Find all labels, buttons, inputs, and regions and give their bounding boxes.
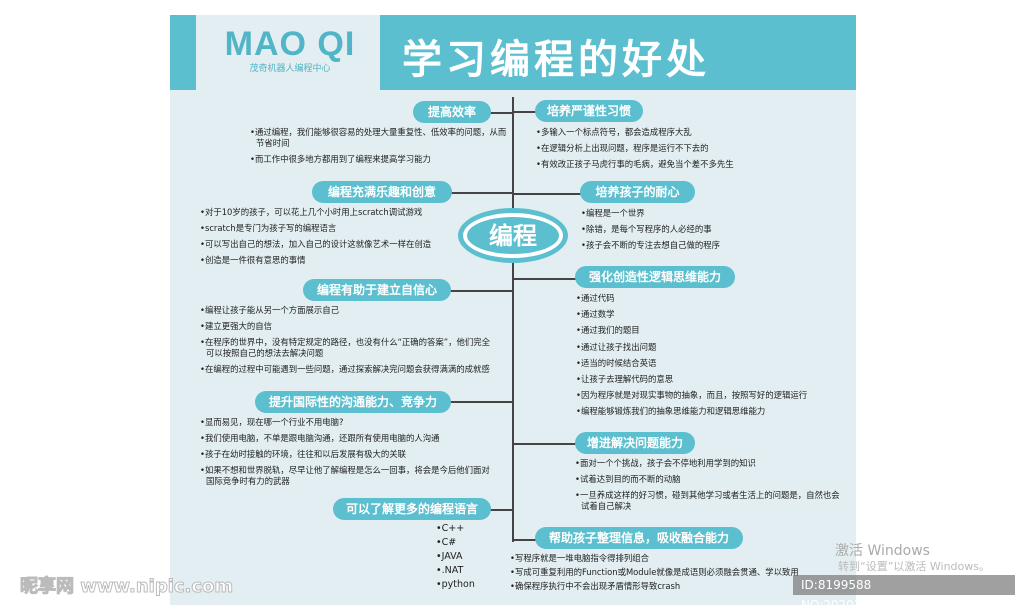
topic-fun-creativity: 编程充满乐趣和创意 [312, 181, 452, 203]
list-item: 写程序就是一堆电脑指令得排列组合 [510, 553, 850, 564]
topic-international: 提升国际性的沟通能力、竞争力 [255, 391, 451, 413]
list-item: .NAT [436, 565, 506, 576]
topic-information-list: 写程序就是一堆电脑指令得排列组合 写成可重复利用的Function或Module… [510, 553, 850, 595]
list-item: 在程序的世界中，没有特定规定的路径，也没有什么“正确的答案”，他们完全可以按照自… [200, 337, 490, 359]
topic-logic-list: 通过代码 通过数学 通过我们的题目 通过让孩子找出问题 适当的时候结合英语 让孩… [576, 293, 846, 423]
list-item: 编程是一个世界 [581, 208, 841, 219]
list-item: 建立更强大的自信 [200, 321, 490, 332]
list-item: 通过我们的题目 [576, 325, 846, 336]
topic-confidence-list: 编程让孩子能从另一个方面展示自己 建立更强大的自信 在程序的世界中，没有特定规定… [200, 305, 490, 380]
list-item: 对于10岁的孩子，可以花上几个小时用上scratch调试游戏 [200, 207, 470, 218]
list-item: 多输入一个标点符号，都会造成程序大乱 [536, 127, 836, 138]
list-item: 可以写出自己的想法，加入自己的设计这就像艺术一样在创造 [200, 239, 470, 250]
list-item: 如果不想和世界脱轨，尽早让他了解编程是怎么一回事，将会是今后他们面对国际竞争时有… [200, 465, 490, 487]
list-item: 编程让孩子能从另一个方面展示自己 [200, 305, 490, 316]
list-item: C++ [436, 523, 506, 534]
topic-international-list: 显而易见，现在哪一个行业不用电脑? 我们使用电脑，不单是跟电脑沟通，还跟所有使用… [200, 417, 490, 492]
list-item: 我们使用电脑，不单是跟电脑沟通，还跟所有使用电脑的人沟通 [200, 433, 490, 444]
list-item: C# [436, 537, 506, 548]
connector [512, 443, 576, 445]
list-item: 确保程序执行中不会出现矛盾情形导致crash [510, 581, 850, 592]
list-item: 面对一个个挑战，孩子会不停地利用学到的知识 [575, 458, 845, 469]
list-item: 而工作中很多地方都用到了编程来提高学习能力 [250, 154, 510, 165]
connector [450, 290, 512, 292]
list-item: 一旦养成这样的好习惯，碰到其他学习或者生活上的问题是，自然也会试着自己解决 [575, 490, 845, 512]
connector [512, 539, 536, 541]
topic-patience: 培养孩子的耐心 [580, 181, 695, 203]
list-item: scratch是专门为孩子写的编程语言 [200, 223, 470, 234]
list-item: 显而易见，现在哪一个行业不用电脑? [200, 417, 490, 428]
connector [450, 192, 512, 194]
topic-confidence: 编程有助于建立自信心 [303, 279, 451, 301]
list-item: 写成可重复利用的Function或Module就像是成语则必须融会贯通、学以致用 [510, 567, 850, 578]
list-item: 通过编程，我们能够很容易的处理大量重复性、低效率的问题，从而节省时间 [250, 127, 510, 149]
list-item: 在逻辑分析上出现问题，程序是运行不下去的 [536, 143, 836, 154]
list-item: 有效改正孩子马虎行事的毛病，避免当个差不多先生 [536, 159, 836, 170]
activate-windows-subtitle: 转到“设置”以激活 Windows。 [838, 560, 990, 573]
topic-information: 帮助孩子整理信息，吸收融合能力 [535, 527, 743, 549]
list-item: 让孩子去理解代码的意思 [576, 374, 846, 385]
list-item: 因为程序就是对现实事物的抽象，而且，按照写好的逻辑运行 [576, 390, 846, 401]
page-title: 学习编程的好处 [402, 37, 710, 83]
logo-text: MAO QI [224, 25, 356, 63]
list-item: 在编程的过程中可能遇到一些问题，通过探索解决完问题会获得满满的成就感 [200, 364, 490, 375]
logo-subtitle: 茂奇机器人编程中心 [249, 64, 331, 74]
center-node: 编程 [458, 208, 568, 263]
topic-logic: 强化创造性逻辑思维能力 [575, 266, 735, 288]
topic-languages-list: C++ C# JAVA .NAT python [436, 523, 506, 593]
topic-patience-list: 编程是一个世界 除错，是每个写程序的人必经的事 孩子会不断的专注去想自己做的程序 [581, 208, 841, 256]
connector-trunk [512, 97, 514, 542]
list-item: 适当的时候结合英语 [576, 358, 846, 369]
topic-problem-solving-list: 面对一个个挑战，孩子会不停地利用学到的知识 试着达到目的而不断的动脑 一旦养成这… [575, 458, 845, 517]
connector [512, 193, 582, 195]
title-box: 学习编程的好处 [380, 15, 856, 90]
topic-languages: 可以了解更多的编程语言 [333, 498, 491, 520]
list-item: JAVA [436, 551, 506, 562]
list-item: 孩子在幼时接触的环境，往往和以后发展有极大的关联 [200, 449, 490, 460]
activate-windows-title: 激活 Windows [835, 543, 930, 559]
connector [512, 111, 536, 113]
list-item: 除错，是每个写程序的人必经的事 [581, 224, 841, 235]
connector [450, 401, 512, 403]
list-item: 创造是一件很有意思的事情 [200, 255, 470, 266]
list-item: 编程能够锻炼我们的抽象思维能力和逻辑思维能力 [576, 406, 846, 417]
connector [512, 278, 576, 280]
connector [490, 112, 512, 114]
list-item: python [436, 579, 506, 590]
topic-efficiency: 提高效率 [413, 101, 491, 123]
poster: MAO QI 茂奇机器人编程中心 学习编程的好处 编程 提高效率 通过编程，我们… [170, 15, 856, 605]
topic-rigor-list: 多输入一个标点符号，都会造成程序大乱 在逻辑分析上出现问题，程序是运行不下去的 … [536, 127, 836, 175]
topic-rigor: 培养严谨性习惯 [535, 100, 643, 122]
logo: MAO QI 茂奇机器人编程中心 [210, 25, 370, 90]
site-watermark: 昵享网 www.nipic.com [19, 576, 234, 598]
topic-fun-creativity-list: 对于10岁的孩子，可以花上几个小时用上scratch调试游戏 scratch是专… [200, 207, 470, 271]
list-item: 通过数学 [576, 309, 846, 320]
list-item: 通过代码 [576, 293, 846, 304]
connector [490, 509, 512, 511]
topic-efficiency-list: 通过编程，我们能够很容易的处理大量重复性、低效率的问题，从而节省时间 而工作中很… [250, 127, 510, 170]
list-item: 试着达到目的而不断的动脑 [575, 474, 845, 485]
list-item: 通过让孩子找出问题 [576, 342, 846, 353]
topic-problem-solving: 增进解决问题能力 [575, 432, 695, 454]
center-label: 编程 [467, 217, 559, 254]
header-strip [170, 15, 196, 90]
list-item: 孩子会不断的专注去想自己做的程序 [581, 240, 841, 251]
image-id-bar: ID:8199588 NO:20201110153119962031 [793, 575, 1015, 612]
